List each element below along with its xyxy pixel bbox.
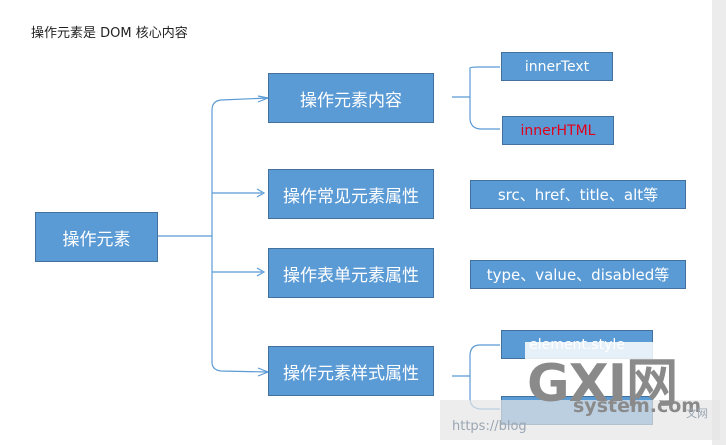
- diagram-title: 操作元素是 DOM 核心内容: [31, 26, 188, 41]
- leaf-common-attrs-label: src、href、title、alt等: [497, 186, 659, 204]
- leaf-common-attrs: src、href、title、alt等: [470, 180, 686, 209]
- arrow-head-2: [256, 267, 266, 277]
- leaf-inner-text-label: innerText: [524, 58, 590, 75]
- style-brace: [452, 344, 500, 410]
- leaf-form-attrs-label: type、value、disabled等: [486, 266, 670, 284]
- page-edge: [712, 0, 726, 445]
- branch-style-attrs-label: 操作元素样式属性: [283, 363, 419, 384]
- leaf-inner-text: innerText: [501, 52, 613, 81]
- branch-content-label: 操作元素内容: [300, 90, 402, 111]
- arrow-top: [257, 95, 271, 103]
- content-brace: [452, 66, 500, 130]
- branch-common-attrs: 操作常见元素属性: [268, 169, 434, 219]
- branch-style-attrs: 操作元素样式属性: [268, 346, 434, 396]
- leaf-inner-html-label: innerHTML: [520, 122, 596, 139]
- branch-content: 操作元素内容: [268, 73, 434, 123]
- branch-form-attrs: 操作表单元素属性: [268, 248, 434, 298]
- watermark-patch: [525, 342, 653, 360]
- root-node: 操作元素: [35, 212, 158, 262]
- root-node-label: 操作元素: [62, 229, 131, 250]
- leaf-class-name: [501, 396, 653, 425]
- branch-form-attrs-label: 操作表单元素属性: [283, 265, 419, 286]
- main-brace-lower: [211, 236, 269, 373]
- leaf-inner-html: innerHTML: [502, 116, 614, 145]
- main-brace: [211, 97, 269, 236]
- leaf-form-attrs: type、value、disabled等: [470, 260, 686, 289]
- arrow-head-1: [256, 188, 266, 198]
- branch-common-attrs-label: 操作常见元素属性: [283, 186, 419, 207]
